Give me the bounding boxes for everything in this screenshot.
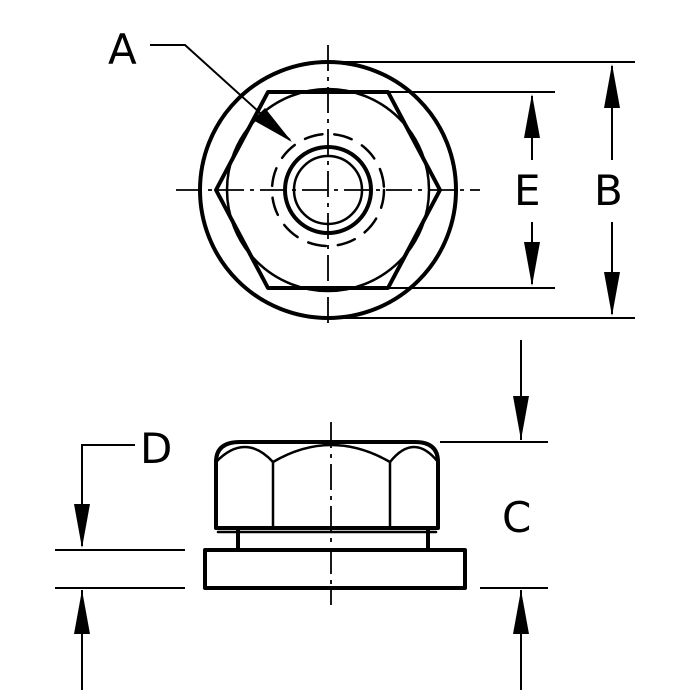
label-d: D: [140, 424, 172, 473]
flange-washer: [203, 548, 467, 590]
dimension-b-arrow-up: [604, 64, 620, 108]
hex-chamfer-right: [388, 445, 440, 464]
dimension-b-arrow-down: [604, 272, 620, 316]
dimension-b: B: [594, 64, 623, 316]
side-view: [203, 422, 467, 605]
dimension-d-arrow-up: [74, 590, 90, 634]
leader-a-arrow: [253, 108, 292, 142]
dimension-d: D: [55, 424, 185, 690]
dimension-c-arrow-down: [513, 396, 529, 440]
label-a: A: [108, 25, 137, 74]
dimension-c: C: [440, 340, 548, 690]
label-b: B: [594, 166, 623, 215]
hex-crown-outline: [214, 440, 440, 530]
dimension-d-leader: [81, 444, 135, 546]
thread-hidden-circle: [270, 132, 386, 248]
dimension-c-arrow-up: [513, 590, 529, 634]
top-view: [176, 45, 480, 328]
dimension-e-arrow-up: [524, 94, 540, 138]
label-c: C: [502, 493, 531, 542]
top-extension-lines: [330, 61, 635, 319]
leader-a: A: [108, 25, 292, 142]
dimension-e-arrow-down: [524, 242, 540, 286]
dimension-d-arrow-down: [74, 504, 90, 548]
dimension-e: E: [514, 94, 541, 286]
leader-a-line: [150, 44, 291, 141]
label-e: E: [514, 166, 541, 215]
hex-chamfer-left: [214, 445, 275, 464]
